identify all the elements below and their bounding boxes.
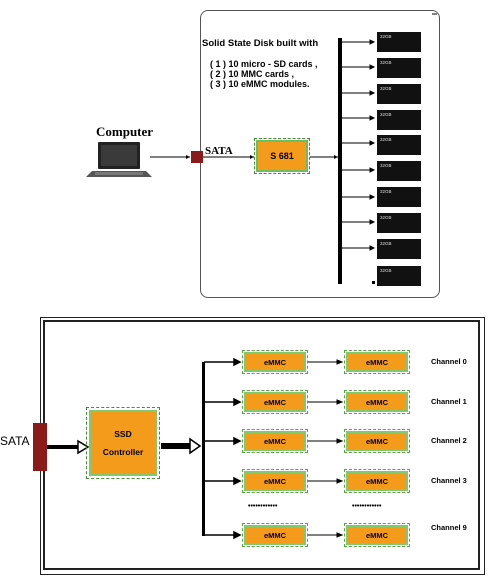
ssd-option-2: ( 2 ) 10 MMC cards , — [210, 69, 295, 79]
computer-label: Computer — [96, 124, 154, 139]
emmc-module: eMMC — [242, 523, 308, 547]
emmc-module: eMMC — [344, 429, 410, 453]
emmc-module: eMMC — [344, 523, 410, 547]
sd-card-text: 32GB — [380, 86, 392, 91]
sd-card: 32GB — [377, 84, 421, 104]
sd-card: 32GB — [377, 161, 421, 181]
emmc-module: eMMC — [242, 469, 308, 493]
sata-label-top: SATA — [205, 145, 233, 157]
emmc-module: eMMC — [242, 390, 308, 414]
ssd-option-3: ( 3 ) 10 eMMC modules. — [210, 79, 310, 89]
sd-card-text: 32GB — [380, 60, 392, 65]
bus-line — [338, 38, 342, 284]
emmc-module: eMMC — [242, 350, 308, 374]
ssd-option-1: ( 1 ) 10 micro - SD cards , — [210, 59, 318, 69]
channel-label-1: Channel 1 — [431, 397, 467, 406]
sd-card: 32GB — [377, 213, 421, 233]
controller-line-2: Controller — [102, 447, 144, 457]
channel-label-2: Channel 2 — [431, 436, 467, 445]
channel-label-9: Channel 9 — [431, 523, 467, 532]
channel-label-3: Channel 3 — [431, 476, 467, 485]
channel-label-0: Channel 0 — [431, 357, 467, 366]
ssd-title: Solid State Disk built with — [202, 38, 319, 49]
emmc-module: eMMC — [344, 350, 410, 374]
sd-card: 32GB — [377, 110, 421, 130]
sd-card: 32GB — [377, 239, 421, 259]
sd-card: 32GB — [377, 135, 421, 155]
sd-card-text: 32GB — [380, 268, 392, 273]
ssd-controller: SSD Controller — [86, 407, 160, 479]
sd-card-text: 32GB — [380, 241, 392, 246]
ellipsis-dots: •••••••••••• — [248, 503, 278, 510]
sd-card: 32GB — [377, 266, 421, 286]
sd-card-text: 32GB — [380, 137, 392, 142]
sd-card: 32GB — [377, 187, 421, 207]
sata-connector-top — [191, 151, 203, 163]
sd-card-text: 32GB — [380, 189, 392, 194]
sd-card-text: 32GB — [380, 112, 392, 117]
sd-card: 32GB — [377, 58, 421, 78]
emmc-module: eMMC — [242, 429, 308, 453]
ellipsis-dots: •••••••••••• — [352, 503, 382, 510]
sata-label-bottom: SATA — [0, 434, 30, 448]
emmc-module: eMMC — [344, 469, 410, 493]
emmc-module: eMMC — [344, 390, 410, 414]
controller-line-1: SSD — [114, 429, 132, 439]
sd-card-text: 32GB — [380, 34, 392, 39]
sd-card-text: 32GB — [380, 163, 392, 168]
sd-card: 32GB — [377, 32, 421, 52]
s681-chip: S 681 — [254, 138, 310, 174]
laptop-icon — [86, 142, 152, 177]
sd-card-text: 32GB — [380, 215, 392, 220]
